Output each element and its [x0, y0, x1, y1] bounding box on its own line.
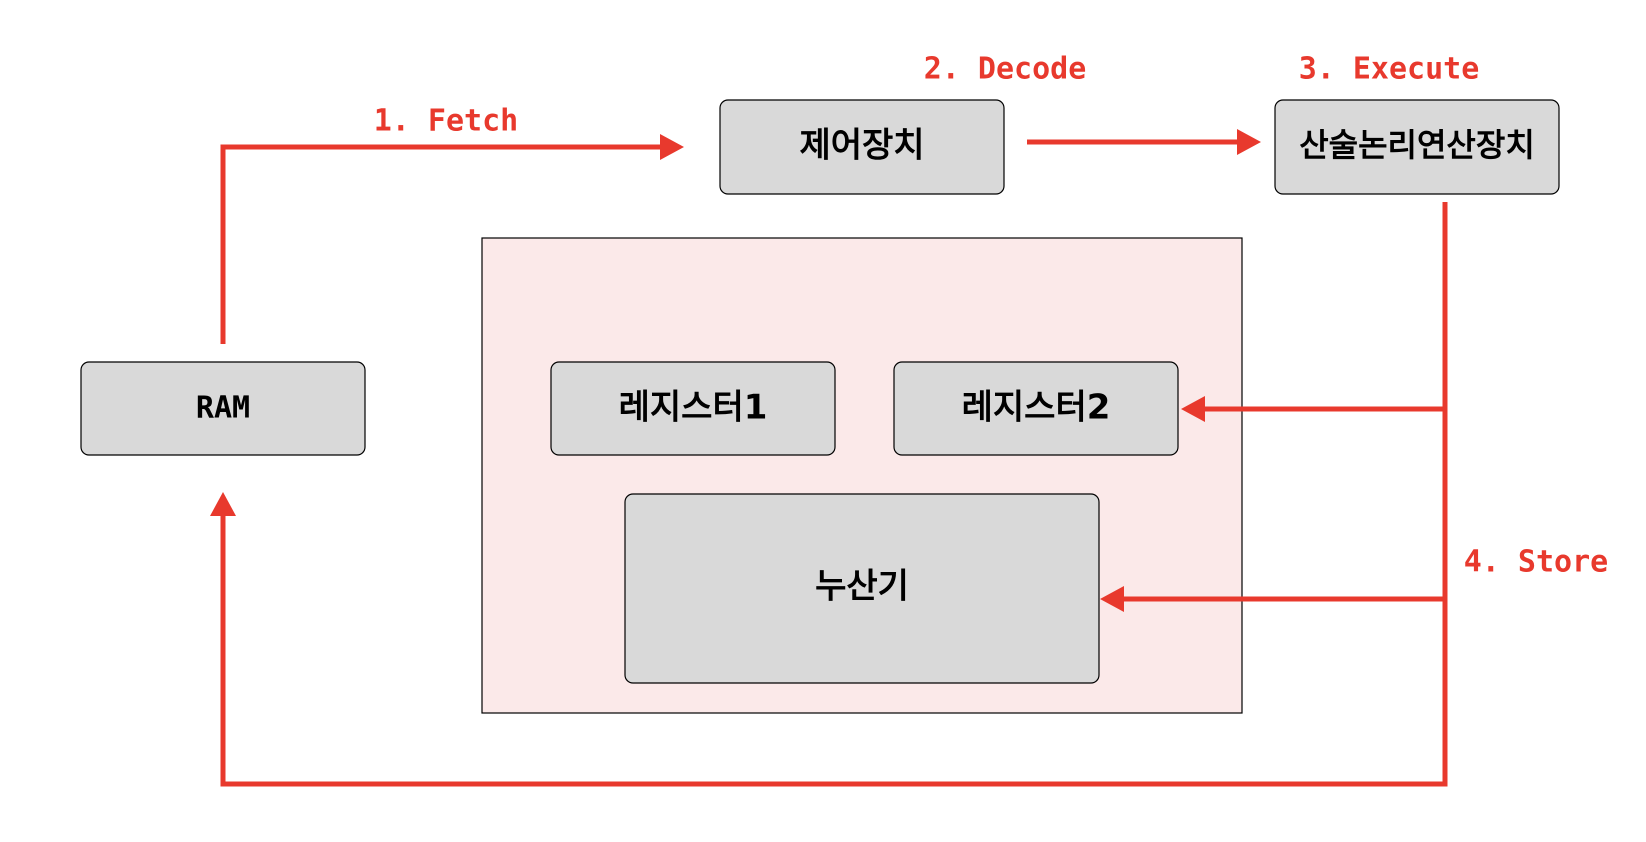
store-register2-arrow-head	[1181, 396, 1205, 422]
ram-box: RAM	[80, 361, 366, 456]
alu-label: 산술논리연산장치	[1299, 126, 1535, 164]
fetch-arrow-line	[220, 144, 662, 344]
ram-label: RAM	[196, 391, 250, 426]
accumulator-label: 누산기	[815, 567, 909, 607]
register2-label: 레지스터2	[962, 388, 1111, 428]
decode-arrow-head	[1237, 129, 1261, 155]
fetch-arrow-head	[660, 134, 684, 160]
store-step-label: 4. Store	[1464, 545, 1609, 580]
store-accumulator-arrow-head	[1100, 586, 1124, 612]
execute-step-label: 3. Execute	[1299, 52, 1480, 87]
fetch-step-label: 1. Fetch	[374, 104, 519, 139]
accumulator-box: 누산기	[624, 493, 1100, 684]
register2-box: 레지스터2	[893, 361, 1179, 456]
decode-step-label: 2. Decode	[924, 52, 1087, 87]
control-unit-label: 제어장치	[799, 126, 924, 166]
store-ram-arrow-head	[210, 492, 236, 516]
store-return-line	[220, 202, 1448, 787]
control-unit-box: 제어장치	[719, 99, 1005, 195]
register1-box: 레지스터1	[550, 361, 836, 456]
alu-box: 산술논리연산장치	[1274, 99, 1560, 195]
register1-label: 레지스터1	[619, 388, 768, 428]
